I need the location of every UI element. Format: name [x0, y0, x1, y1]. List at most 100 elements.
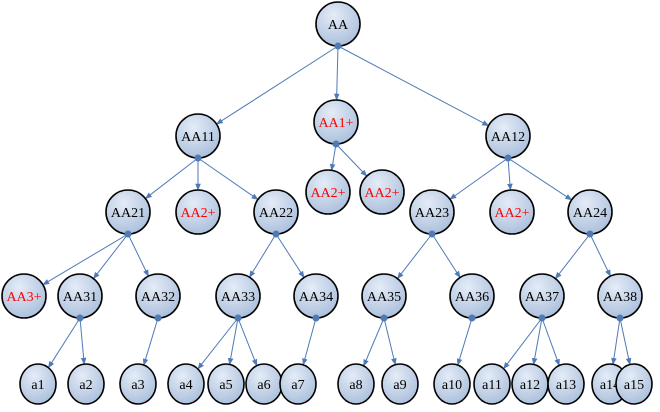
node-label: AA2+ [494, 206, 529, 221]
connector-dot-AA35 [380, 314, 388, 322]
edge-AA33-a6 [237, 317, 258, 367]
connector-dot-AA23 [428, 230, 436, 238]
node-label: a9 [393, 378, 406, 393]
connector-dot-AA33 [234, 314, 242, 322]
node-label: a4 [179, 378, 192, 393]
node-label: AA37 [525, 290, 559, 305]
connector-dot-AA34 [312, 314, 320, 322]
connector-dot-AA22 [272, 230, 280, 238]
node-label: a10 [442, 378, 462, 393]
node-AA11: AA11 [175, 113, 221, 159]
node-circle [381, 363, 419, 405]
edge-AA11-AA21 [144, 157, 199, 199]
node-circle [279, 363, 317, 405]
node-AA3p: AA3+ [1, 273, 47, 319]
node-circle [547, 363, 585, 405]
connector-dot-AA12 [504, 154, 512, 162]
node-circle [305, 169, 351, 215]
node-circle [119, 363, 157, 405]
edge-AA36-a10 [456, 317, 473, 366]
node-label: a14 [600, 378, 620, 393]
edge-AA32-a3 [142, 317, 159, 366]
edge-AA31-a1 [47, 317, 81, 369]
node-label: AA36 [455, 290, 489, 305]
node-a3: a3 [119, 363, 157, 405]
node-label: AA3+ [6, 290, 41, 305]
node-label: AA1+ [318, 116, 353, 131]
connector-dot-AA38 [616, 314, 624, 322]
node-label: a11 [482, 378, 502, 393]
node-a8: a8 [337, 363, 375, 405]
edge-AA22-AA34 [275, 233, 305, 279]
edge-AA12-AA2p_d [507, 157, 513, 191]
node-a15: a15 [615, 363, 653, 405]
node-label: AA21 [111, 206, 145, 221]
node-a9: a9 [381, 363, 419, 405]
node-a1: a1 [19, 363, 57, 405]
node-AA34: AA34 [293, 273, 339, 319]
edge-AA-AA1p [333, 45, 340, 101]
node-a6: a6 [245, 363, 283, 405]
edge-AA38-a14 [611, 317, 621, 365]
node-label: a3 [131, 378, 144, 393]
node-label: AA2+ [364, 186, 399, 201]
node-circle [1, 273, 47, 319]
node-AA35: AA35 [361, 273, 407, 319]
node-AA12: AA12 [485, 113, 531, 159]
node-circle [473, 363, 511, 405]
edge-AA12-AA24 [507, 157, 573, 201]
edge-AA21-AA31 [93, 233, 129, 280]
connector-dot-AA37 [538, 314, 546, 322]
node-a12: a12 [511, 363, 549, 405]
edge-AA11-AA22 [197, 157, 259, 200]
node-label: AA35 [367, 290, 401, 305]
node-label: a2 [79, 378, 92, 393]
node-AA31: AA31 [57, 273, 103, 319]
node-AA38: AA38 [597, 273, 643, 319]
connector-dot-AA32 [154, 314, 162, 322]
edge-AA37-a12 [531, 317, 543, 366]
node-AA2p_c: AA2+ [359, 169, 405, 215]
node-label: AA23 [415, 206, 449, 221]
edges-layer [42, 45, 632, 370]
edge-AA24-AA37 [555, 233, 591, 280]
node-label: AA33 [221, 290, 255, 305]
edge-AA1p-AA2p_c [335, 143, 368, 177]
node-label: AA31 [63, 290, 97, 305]
node-label: AA11 [181, 130, 215, 145]
node-circle [615, 363, 653, 405]
edge-AA21-AA3p [42, 233, 129, 286]
edge-AA31-a2 [79, 317, 87, 365]
node-AA2p_b: AA2+ [305, 169, 351, 215]
node-AA: AA [315, 1, 361, 47]
node-a11: a11 [473, 363, 511, 405]
node-label: a1 [31, 378, 44, 393]
connector-dot-AA11 [194, 154, 202, 162]
edge-AA1p-AA2p_b [329, 143, 337, 171]
node-label: AA2+ [310, 186, 345, 201]
node-label: AA38 [603, 290, 637, 305]
edge-AA35-a8 [363, 317, 385, 367]
edge-AA22-AA33 [249, 233, 277, 278]
node-label: AA2+ [180, 206, 215, 221]
edge-AA33-a5 [227, 317, 239, 366]
node-label: AA34 [299, 290, 333, 305]
node-circle [167, 363, 205, 405]
edge-AA-AA11 [215, 45, 339, 125]
node-AA2p_a: AA2+ [175, 189, 221, 235]
node-AA36: AA36 [449, 273, 495, 319]
connector-dot-AA24 [586, 230, 594, 238]
node-AA22: AA22 [253, 189, 299, 235]
node-AA23: AA23 [409, 189, 455, 235]
edge-AA23-AA35 [397, 233, 433, 280]
node-label: a13 [556, 378, 576, 393]
node-a4: a4 [167, 363, 205, 405]
node-label: AA24 [573, 206, 607, 221]
node-label: a8 [349, 378, 362, 393]
node-label: AA32 [141, 290, 175, 305]
node-AA24: AA24 [567, 189, 613, 235]
connector-dot-AA1p [332, 140, 340, 148]
node-label: a15 [624, 378, 644, 393]
